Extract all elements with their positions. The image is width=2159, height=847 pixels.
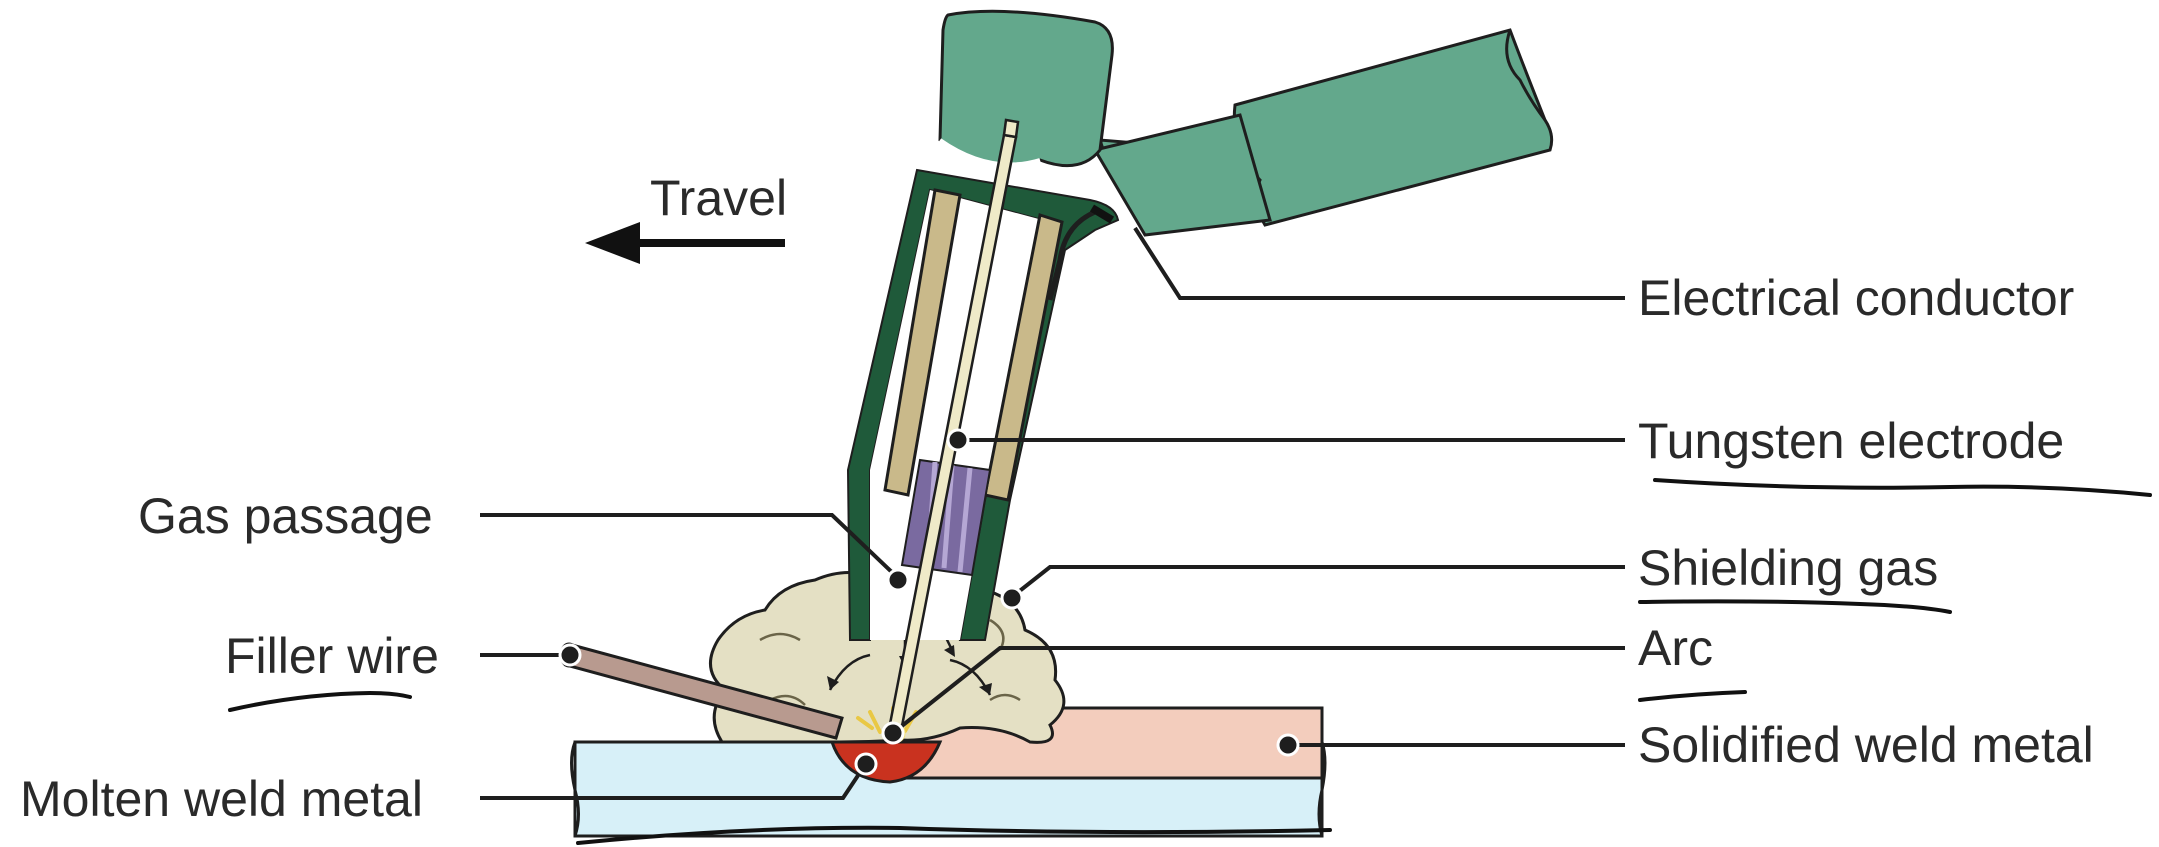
gas-passage-dot xyxy=(888,570,908,590)
gas-passage-leader xyxy=(480,515,898,578)
travel-indicator: Travel xyxy=(585,170,787,264)
tungsten-electrode-label: Tungsten electrode xyxy=(1638,413,2064,469)
tungsten-electrode-underline xyxy=(1655,480,2150,495)
filler-wire-underline xyxy=(230,693,410,710)
shielding-gas-leader xyxy=(1012,567,1625,597)
tungsten-electrode-dot xyxy=(948,430,968,450)
molten-weld-metal-label: Molten weld metal xyxy=(20,771,423,827)
solidified-weld-metal-dot xyxy=(1278,735,1298,755)
electrical-conductor-leader xyxy=(1135,228,1625,298)
gas-passage-label: Gas passage xyxy=(138,488,433,544)
arc-dot xyxy=(883,723,903,743)
arc-label: Arc xyxy=(1638,620,1713,676)
torch-body xyxy=(848,11,1552,726)
travel-label: Travel xyxy=(650,170,787,226)
shielding-gas-label: Shielding gas xyxy=(1638,540,1938,596)
shielding-gas-underline xyxy=(1640,601,1950,612)
travel-arrow-head xyxy=(585,222,640,264)
filler-wire-label: Filler wire xyxy=(225,628,439,684)
shielding-gas-dot xyxy=(1002,588,1022,608)
filler-wire-dot xyxy=(560,645,580,665)
electrical-conductor-label: Electrical conductor xyxy=(1638,270,2074,326)
molten-weld-metal-dot xyxy=(856,754,876,774)
arc-underline xyxy=(1640,692,1745,700)
solidified-weld-metal-label: Solidified weld metal xyxy=(1638,717,2094,773)
